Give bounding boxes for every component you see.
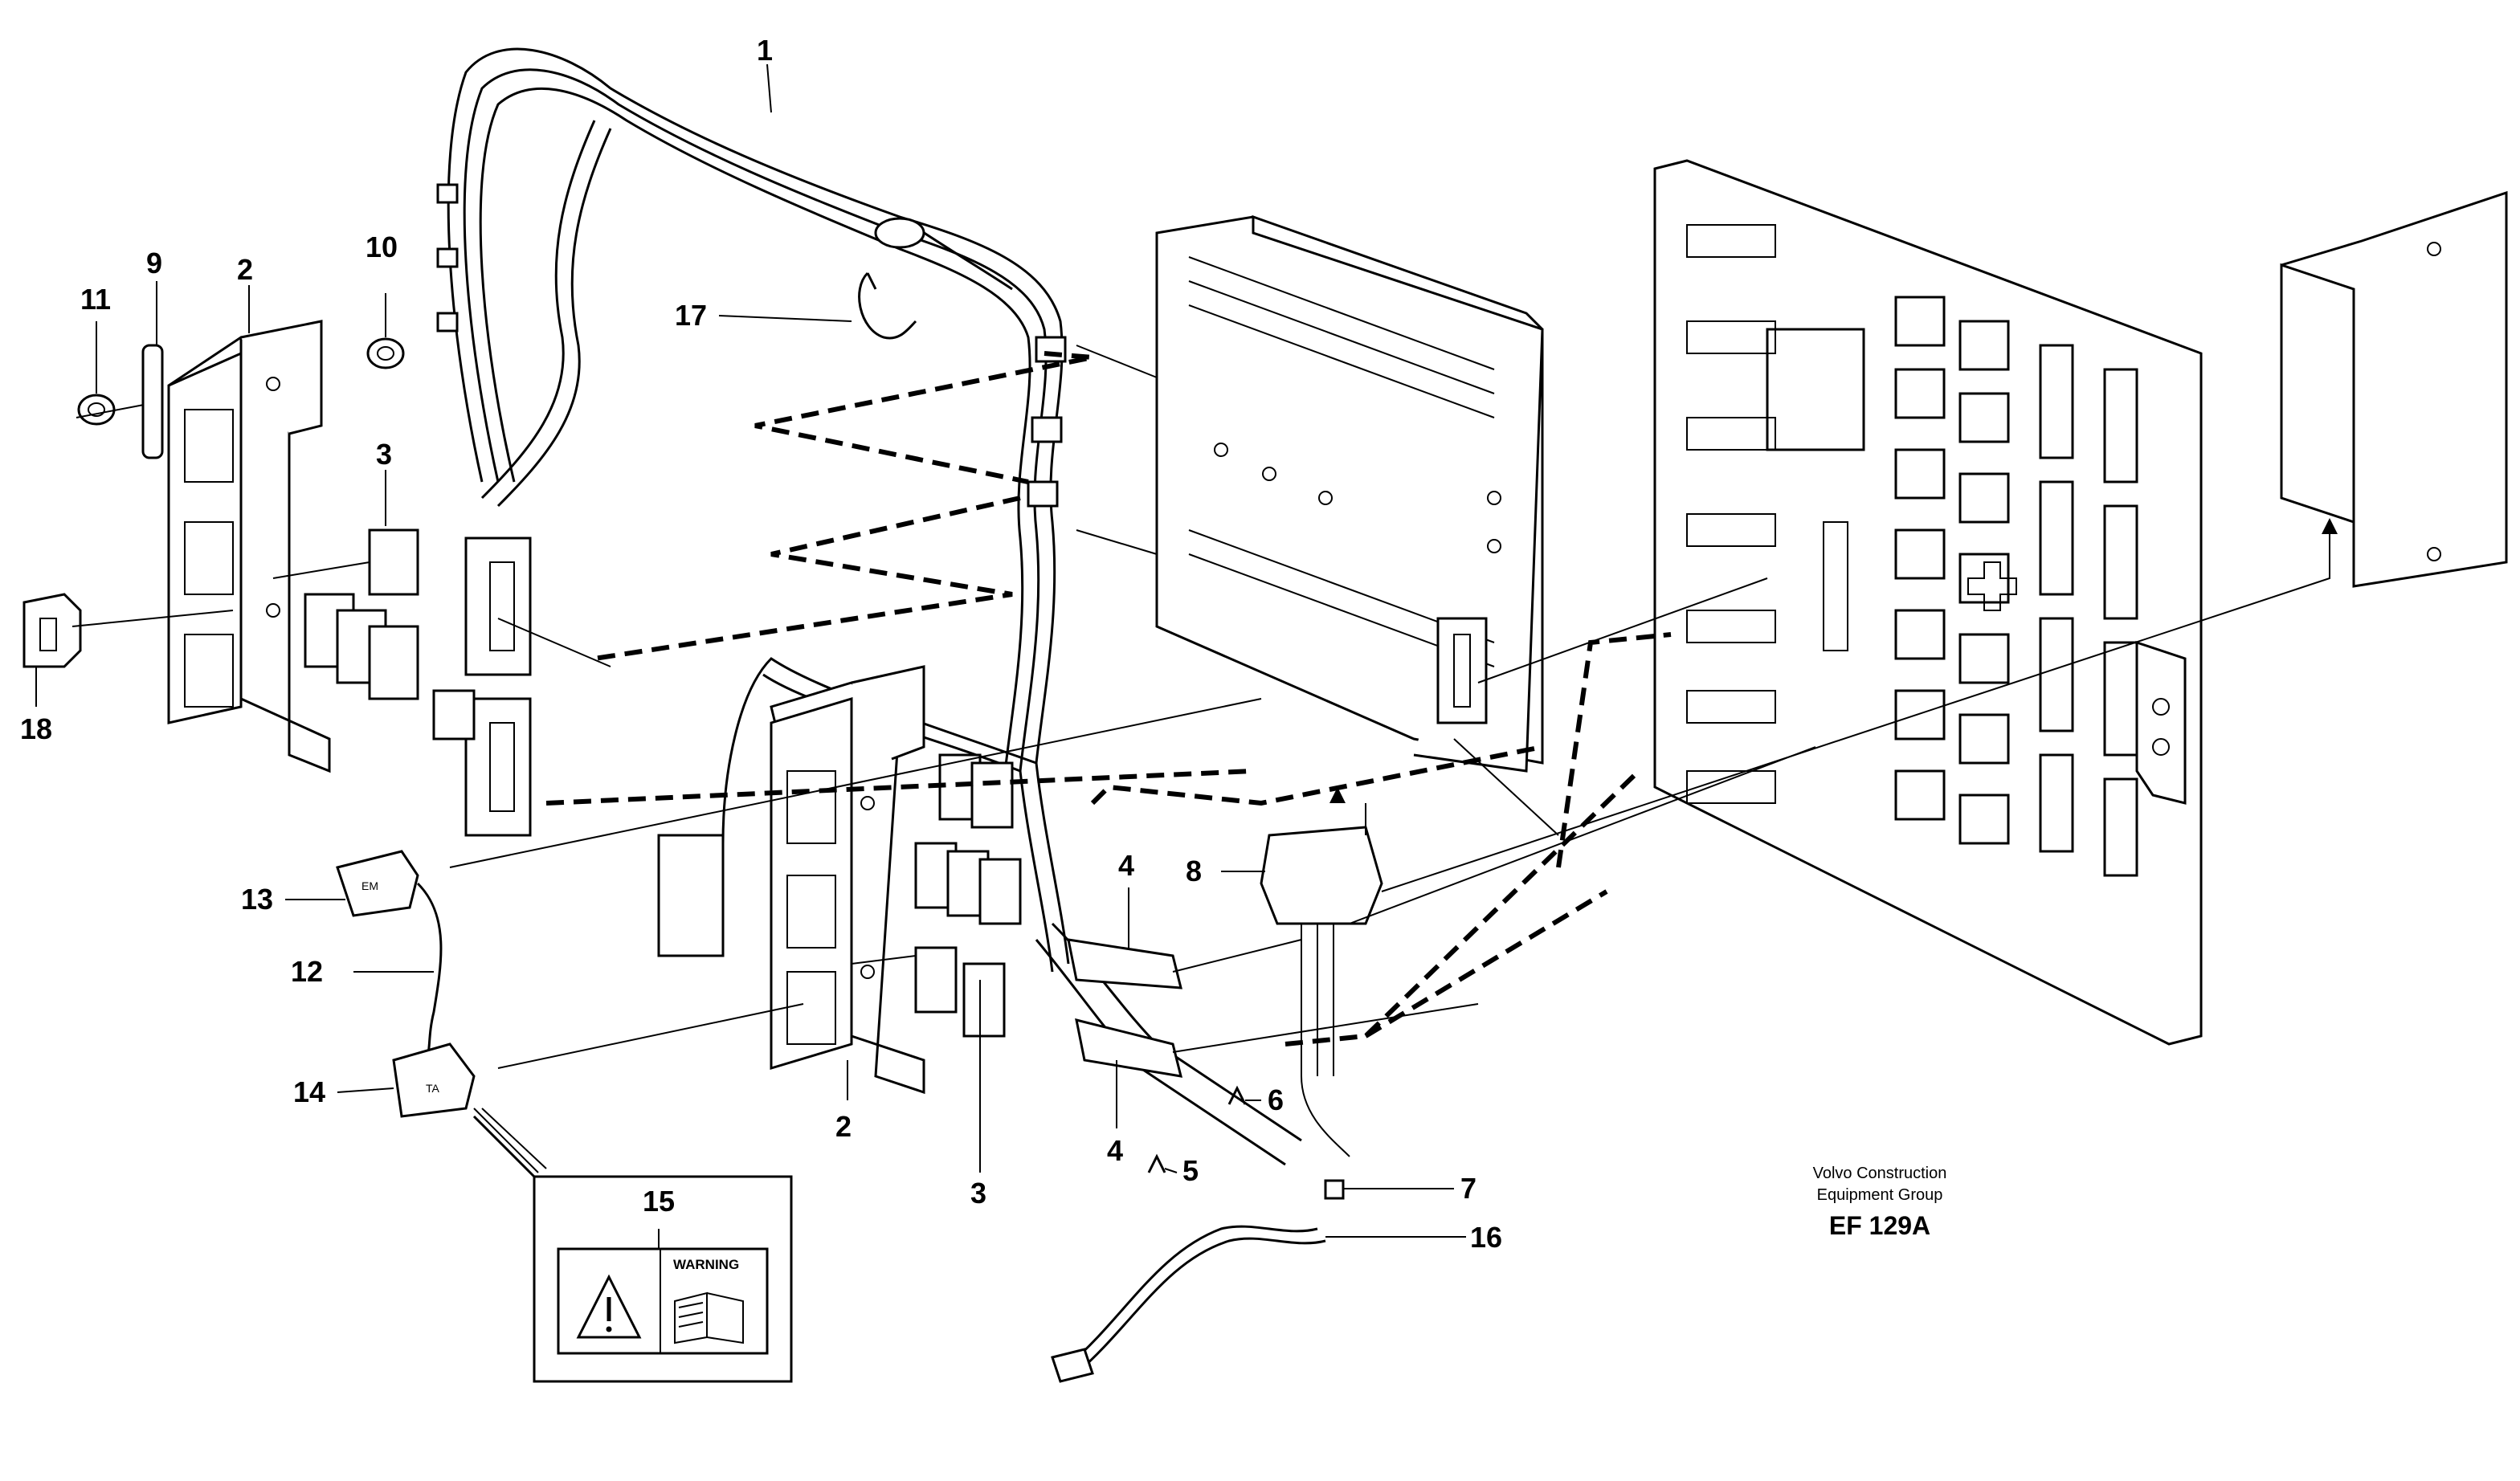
board-cross-component	[1967, 561, 2017, 611]
assembly-solid-lines	[71, 345, 2338, 1069]
figure-caption: Volvo Construction Equipment Group EF 12…	[1813, 1165, 1947, 1240]
harness-clip	[858, 271, 917, 340]
callout-7: 7	[1460, 1172, 1476, 1205]
spacer-sleeve	[141, 344, 164, 459]
cable-16	[1051, 1225, 1326, 1383]
figure-code: EF 129A	[1829, 1211, 1930, 1240]
center-relay-bracket	[657, 665, 925, 1095]
connector-8	[1260, 826, 1383, 1157]
connector-ta: TA	[392, 1042, 476, 1118]
main-wiring-harness	[436, 47, 1302, 1166]
callout-2-left: 2	[237, 253, 253, 286]
callout-18: 18	[20, 712, 52, 745]
left-multipin-connector	[432, 537, 532, 837]
harness-connector	[1067, 938, 1183, 1078]
callout-12: 12	[291, 955, 323, 988]
board-edge-connectors	[1686, 224, 1848, 804]
control-unit-box	[1155, 214, 1544, 773]
connector-ta-tag: TA	[426, 1082, 440, 1095]
board-relays	[1766, 296, 2010, 845]
callout-11: 11	[80, 283, 111, 316]
callout-3-left: 3	[376, 438, 392, 471]
caption-company-line1: Volvo Construction	[1813, 1165, 1947, 1182]
caption-company-line2: Equipment Group	[1817, 1186, 1943, 1204]
bushing	[366, 337, 405, 369]
left-relay-group	[304, 528, 419, 700]
harness-tie	[436, 247, 459, 268]
harness-tie	[874, 217, 925, 249]
connector-em: EM	[336, 850, 419, 917]
callout-10: 10	[366, 231, 398, 263]
warning-decal-inset: WARNING	[472, 1108, 793, 1383]
cover-plate	[2280, 190, 2508, 588]
callout-4-lower: 4	[1107, 1134, 1123, 1167]
callout-numbers: 1 2 2 3 3 4 4 5 6 7 8 9 10 11 12 13 14 1…	[20, 34, 1502, 1254]
callout-8: 8	[1186, 855, 1202, 887]
harness-tie	[436, 312, 459, 333]
blind-plug	[22, 593, 82, 668]
board-fuses	[2039, 344, 2138, 877]
board-mount-bracket	[2135, 640, 2187, 805]
harness-tie	[1035, 336, 1067, 363]
callout-5: 5	[1182, 1154, 1199, 1187]
callout-1: 1	[757, 34, 773, 67]
harness-tie	[436, 183, 459, 204]
callout-13: 13	[241, 883, 273, 916]
manual-book-icon	[674, 1291, 744, 1344]
callout-6: 6	[1268, 1083, 1284, 1116]
leader-lines	[35, 63, 1466, 1238]
terminal-pin-6	[1227, 1085, 1247, 1105]
callout-14: 14	[293, 1075, 325, 1108]
terminal-pin-5	[1147, 1153, 1166, 1173]
callout-3-center: 3	[970, 1177, 986, 1210]
callout-17: 17	[675, 299, 707, 332]
circuit-board	[1653, 159, 2203, 1046]
callout-4-upper: 4	[1118, 849, 1134, 882]
callout-15: 15	[643, 1185, 675, 1218]
callout-16: 16	[1470, 1221, 1502, 1254]
center-relay-group	[914, 753, 1022, 1038]
left-relay-bracket	[167, 320, 331, 773]
terminal-pin-7	[1324, 1179, 1345, 1200]
connector-em-tag: EM	[361, 879, 378, 892]
harness-tie	[1027, 480, 1059, 508]
callout-9: 9	[146, 247, 162, 279]
harness-tie	[1031, 416, 1063, 443]
callout-2-center: 2	[835, 1110, 852, 1143]
assembly-dashed-lines	[545, 351, 1672, 1046]
warning-label-text: WARNING	[673, 1257, 739, 1272]
